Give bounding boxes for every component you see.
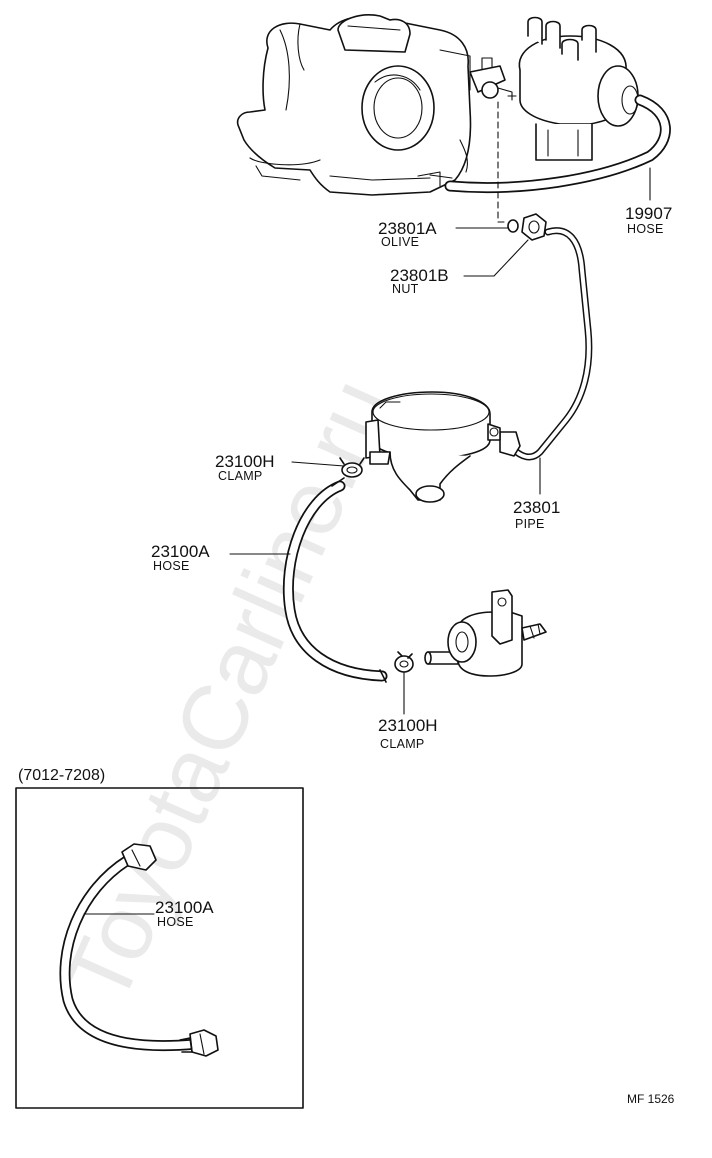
part-number: 23100H: [378, 716, 438, 735]
callout-hose-23100a: 23100A HOSE: [151, 542, 210, 573]
callout-clamp-23100h-upper: 23100H CLAMP: [215, 452, 275, 483]
callout-inset-hose-23100a: 23100A HOSE: [155, 898, 214, 929]
distributor-illustration: [518, 16, 651, 161]
fuel-filter-illustration: [424, 589, 547, 677]
part-name: HOSE: [153, 559, 190, 573]
part-name: NUT: [392, 282, 419, 296]
leader-23100h-upper: [291, 461, 345, 467]
reference-code: MF 1526: [627, 1092, 675, 1106]
part-name: CLAMP: [218, 469, 263, 483]
clamp-upper: [339, 457, 365, 478]
olive-part: [507, 219, 519, 233]
part-number: 23801B: [390, 266, 449, 285]
part-name: PIPE: [515, 517, 545, 531]
part-name: HOSE: [157, 915, 194, 929]
part-number: 23100H: [215, 452, 275, 471]
fuel-pump-illustration: [365, 391, 501, 503]
callout-clamp-23100h-lower: 23100H CLAMP: [378, 716, 438, 751]
part-number: 23801A: [378, 219, 437, 238]
part-number: 19907: [625, 204, 672, 223]
inset-panel: (7012-7208) 23100A HOSE: [15, 767, 304, 1109]
carburetor-illustration: [236, 14, 517, 196]
part-number: 23801: [513, 498, 560, 517]
hose-19907: [444, 94, 671, 193]
fitting-top: [121, 843, 157, 871]
part-number: 23100A: [151, 542, 210, 561]
hose-23100a: [282, 477, 388, 683]
nut-part: [521, 213, 547, 241]
inset-title: (7012-7208): [18, 767, 105, 784]
clamp-lower: [394, 651, 414, 673]
pipe-23801: [499, 227, 593, 461]
inset-hose: [59, 843, 219, 1057]
callout-hose-19907: 19907 HOSE: [625, 204, 672, 236]
leader-23801b: [463, 239, 529, 277]
callout-nut-23801b: 23801B NUT: [390, 266, 449, 296]
callout-olive-23801a: 23801A OLIVE: [378, 219, 437, 249]
inset-frame: [15, 787, 304, 1109]
callout-pipe-23801: 23801 PIPE: [513, 498, 560, 531]
part-name: OLIVE: [381, 235, 419, 249]
dashed-guide: [497, 101, 509, 223]
part-number: 23100A: [155, 898, 214, 917]
part-name: CLAMP: [380, 737, 425, 751]
part-name: HOSE: [627, 222, 664, 236]
